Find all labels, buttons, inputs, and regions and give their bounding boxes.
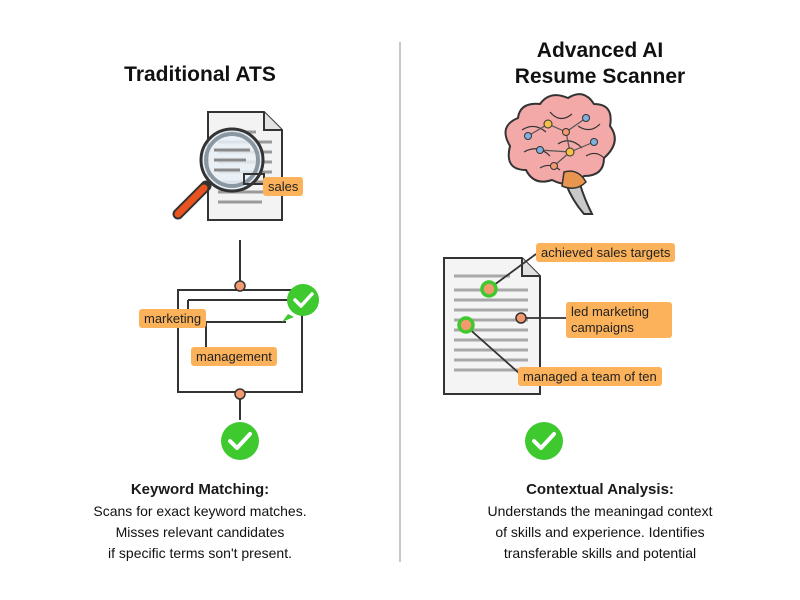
- context-tag-achieved-sales-targets: achieved sales targets: [536, 243, 676, 262]
- column-divider: [399, 42, 401, 562]
- description-line: if specific terms son't present.: [108, 545, 292, 561]
- context-tag-led-marketing-campaigns: led marketing campaigns: [566, 302, 672, 338]
- keyword-tag-marketing: marketing: [139, 309, 207, 328]
- resume-document-icon: [443, 257, 541, 395]
- checkmark-bubble-icon: [282, 284, 319, 322]
- highlight-node-managed: [457, 316, 475, 334]
- ai-scanner-column: Advanced AI Resume Scanner: [400, 0, 800, 600]
- magnifying-glass-icon: [172, 127, 265, 220]
- ai-scanner-title: Advanced AI Resume Scanner: [400, 38, 800, 90]
- keyword-tag-management: management: [191, 347, 277, 366]
- ai-scanner-diagram: [443, 93, 616, 460]
- checkmark-circle-icon: [221, 422, 259, 460]
- keyword-matching-heading: Keyword Matching:: [130, 481, 270, 498]
- title-line: Advanced AI: [536, 39, 664, 62]
- node-led-marketing: [515, 312, 527, 324]
- brain-icon: [504, 93, 616, 215]
- bottom-node: [234, 388, 246, 400]
- description-line: transferable skills and potential: [503, 545, 697, 561]
- context-tag-managed-team: managed a team of ten: [518, 367, 662, 386]
- checkmark-circle-icon: [525, 422, 563, 460]
- description-line: of skills and experience. Identifies: [495, 524, 705, 540]
- highlight-node-achieved: [480, 280, 498, 298]
- contextual-analysis-heading: Contextual Analysis:: [526, 481, 674, 498]
- description-line: Understands the meaningad context: [487, 503, 713, 519]
- title-line: Resume Scanner: [514, 65, 686, 88]
- traditional-ats-diagram: [172, 111, 319, 460]
- description-line: Misses relevant candidates: [115, 524, 285, 540]
- description-line: Scans for exact keyword matches.: [93, 503, 307, 519]
- keyword-matching-description: Scans for exact keyword matches. Misses …: [0, 501, 400, 564]
- traditional-ats-title: Traditional ATS: [124, 63, 276, 86]
- top-node: [234, 280, 246, 292]
- traditional-ats-column: Traditional ATS: [0, 63, 400, 564]
- contextual-analysis-description: Understands the meaningad context of ski…: [400, 501, 800, 564]
- keyword-tag-sales: sales: [263, 177, 304, 196]
- context-connectors: [465, 253, 566, 375]
